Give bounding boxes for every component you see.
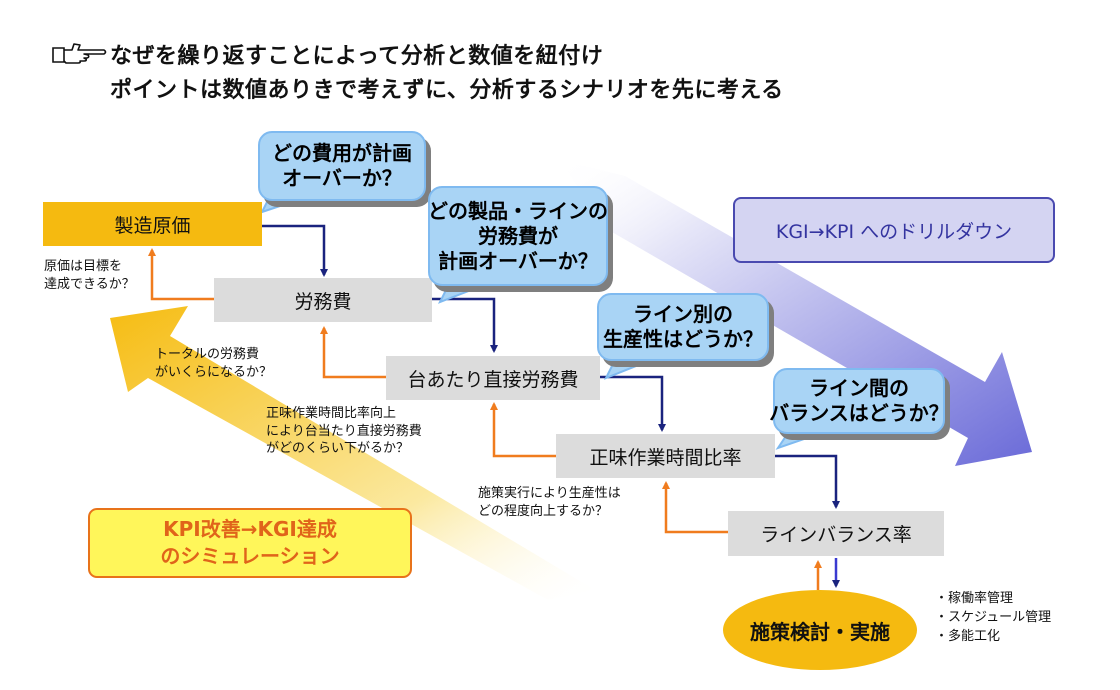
connector-down-2 (432, 297, 498, 353)
connector-up-3 (490, 402, 556, 458)
note-text: がいくらになるか？ (155, 364, 273, 380)
connector-up-2 (320, 326, 386, 379)
note-text: どの程度向上するか？ (478, 503, 609, 519)
note-seisansei: 施策実行により生産性は どの程度向上するか？ (478, 485, 621, 520)
bubble-text: ライン間の (809, 376, 909, 400)
bubble-text: 計画オーバーか？ (438, 248, 598, 273)
note-genka: 原価は目標を 達成できるか？ (44, 258, 135, 293)
bubble-line-balance: ライン間の バランスはどうか？ (769, 368, 949, 434)
measure-item: ・スケジュール管理 (935, 609, 1052, 625)
measures-list: ・稼働率管理 ・スケジュール管理 ・多能工化 (935, 590, 1051, 647)
box-line-balance: ラインバランス率 (728, 511, 944, 556)
bubble-tail-3 (603, 357, 657, 380)
connector-down-1 (262, 224, 328, 277)
box-shoumi: 正味作業時間比率 (556, 434, 775, 478)
connector-up-4 (662, 481, 728, 534)
bubble-text: オーバーか？ (282, 166, 402, 190)
header-line-2: ポイントは数値ありきで考えずに、分析するシナリオを先に考える (110, 78, 784, 103)
measure-item: ・多能工化 (935, 628, 1001, 644)
note-shoumi: 正味作業時間比率向上 により台当たり直接労務費 がどのくらい下がるか？ (266, 405, 422, 458)
bubble-text: どの費用が計画 (272, 141, 412, 165)
note-text: 正味作業時間比率向上 (266, 406, 397, 421)
connector-down-3 (600, 375, 666, 432)
bubble-text: ライン別の (633, 302, 733, 326)
note-text: 施策実行により生産性は (478, 486, 621, 501)
connector-up-1 (148, 248, 214, 301)
box-daiatari: 台あたり直接労務費 (386, 356, 600, 400)
kpi-text: KPI改善→KGI達成 (163, 517, 337, 541)
kpi-text: のシミュレーション (160, 544, 340, 568)
note-text: がどのくらい下がるか？ (266, 441, 410, 457)
bubble-text: バランスはどうか？ (769, 401, 949, 425)
kpi-simulation-label: KPI改善→KGI達成 のシミュレーション (88, 508, 412, 578)
pointing-hand-icon (52, 43, 107, 64)
kgi-drilldown-label: KGI→KPI へのドリルダウン (733, 197, 1055, 263)
ellipse-shisaku: 施策検討・実施 (723, 590, 917, 670)
simulation-arrow (110, 306, 595, 600)
note-text: により台当たり直接労務費 (266, 423, 422, 439)
bubble-cost-over: どの費用が計画 オーバーか？ (258, 131, 426, 201)
note-text: 達成できるか？ (44, 276, 135, 292)
note-text: トータルの労務費 (155, 347, 260, 362)
connector-down-4 (775, 454, 840, 509)
measure-item: ・稼働率管理 (935, 591, 1014, 606)
bubble-line-productivity: ライン別の 生産性はどうか？ (597, 293, 769, 361)
bubble-text: どの製品・ラインの (428, 198, 608, 223)
box-seizo-genka: 製造原価 (43, 202, 262, 246)
header-line-1: なぜを繰り返すことによって分析と数値を紐付け (110, 44, 604, 69)
box-roumuhi: 労務費 (214, 278, 432, 322)
note-roumuhi: トータルの労務費 がいくらになるか？ (155, 346, 272, 381)
bubble-text: 生産性はどうか？ (603, 327, 763, 351)
bubble-text: 労務費が (478, 223, 558, 248)
note-text: 原価は目標を (44, 259, 123, 274)
bubble-product-line: どの製品・ラインの 労務費が 計画オーバーか？ (428, 186, 608, 286)
